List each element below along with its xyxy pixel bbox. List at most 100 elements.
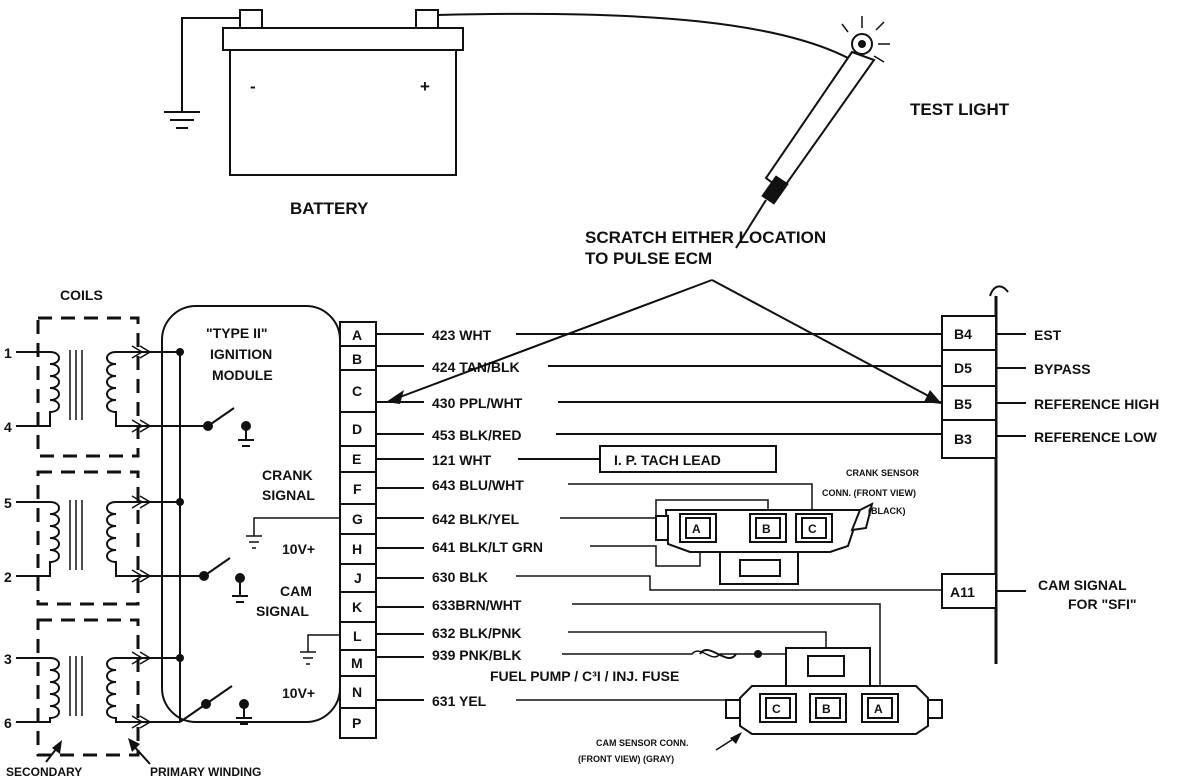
crank-sensor-label-line1: CRANK SENSOR — [846, 468, 920, 478]
coil-windings — [16, 350, 150, 723]
battery: - + — [222, 9, 464, 176]
ecm-circuit-label-extra: FOR "SFI" — [1068, 596, 1137, 612]
wire-label: 423 WHT — [432, 327, 492, 343]
pin-letter: C — [352, 383, 362, 399]
pin-letter: J — [354, 570, 362, 586]
module-connector — [339, 321, 377, 739]
wire-lines — [376, 333, 942, 701]
cam-sensor-label-line1: CAM SENSOR CONN. — [596, 738, 689, 748]
coil-number: 3 — [4, 651, 12, 667]
module-ground-l — [307, 634, 340, 652]
ground-icon — [246, 535, 262, 549]
module-label-line3: MODULE — [212, 367, 273, 383]
ecm-break-icon — [989, 285, 1009, 297]
pin-letter: B — [762, 522, 771, 536]
module-pin-k — [339, 591, 377, 623]
coil-pack-3 — [36, 618, 140, 757]
test-light-label: TEST LIGHT — [910, 100, 1010, 119]
pin-letter: B — [352, 351, 362, 367]
pin-letter: N — [352, 684, 362, 700]
module-label-line2: IGNITION — [210, 346, 272, 362]
coil-number: 6 — [4, 715, 12, 731]
arrowhead-icon — [386, 390, 404, 404]
crank-sensor-label-line2: CONN. (FRONT VIEW) — [822, 488, 916, 498]
module-pin-h — [339, 533, 377, 565]
arrowhead-icon — [730, 732, 742, 744]
cam-signal-line2: SIGNAL — [256, 603, 309, 619]
wire-label: 939 PNK/BLK — [432, 647, 521, 663]
scratch-label-line2: TO PULSE ECM — [585, 249, 712, 268]
module-switch-1 — [150, 407, 254, 447]
pin-letter: D — [352, 421, 362, 437]
wire-label: 643 BLU/WHT — [432, 477, 524, 493]
coil-connector-chevrons — [131, 345, 152, 729]
voltage-label: 10V+ — [282, 685, 315, 701]
cam-sensor-label-line2: (FRONT VIEW) (GRAY) — [578, 754, 674, 764]
module-switch-2 — [150, 557, 248, 603]
pin-letter: A — [692, 522, 701, 536]
arrowhead-icon — [924, 390, 942, 404]
ecm-connector: B4 D5 B5 B3 A11 — [941, 285, 1009, 664]
wire-label: 121 WHT — [432, 452, 492, 468]
cam-pin-a — [867, 697, 893, 719]
arrowhead-icon — [52, 740, 62, 754]
crank-signal-line2: SIGNAL — [262, 487, 315, 503]
cam-pin-b — [815, 697, 841, 719]
fuse-icon — [699, 648, 737, 660]
ecm-pin-id: A11 — [950, 584, 975, 600]
module-pin-d — [339, 411, 377, 447]
scratch-label-line1: SCRATCH EITHER LOCATION — [585, 228, 826, 247]
pin-letter: F — [353, 481, 362, 497]
battery-neg-sign: - — [250, 77, 256, 96]
ecm-circuit-label: CAM SIGNAL — [1038, 577, 1127, 593]
battery-lid — [222, 27, 464, 51]
ecm-pin-b3 — [941, 419, 997, 459]
ecm-circuit-label: REFERENCE LOW — [1034, 429, 1158, 445]
ground-icon — [300, 651, 316, 665]
coils-label: COILS — [60, 287, 103, 303]
module-pin-b — [339, 345, 377, 371]
ecm-pin-a11 — [941, 573, 997, 609]
ecm-output-lines — [996, 333, 1026, 592]
fuse-splice-node — [754, 650, 762, 658]
coil-number: 5 — [4, 495, 12, 511]
coil-number: 4 — [4, 419, 12, 435]
wire-label: 631 YEL — [432, 693, 487, 709]
secondary-label: SECONDARY — [6, 765, 82, 779]
ecm-circuit-label: BYPASS — [1034, 361, 1091, 377]
pin-letter: L — [353, 628, 362, 644]
ground-icon — [164, 111, 200, 129]
primary-winding-label: PRIMARY WINDING — [150, 765, 261, 779]
ecm-circuit-label: EST — [1034, 327, 1062, 343]
crank-sensor-label-line3: (BLACK) — [868, 506, 906, 516]
module-switch-3 — [150, 685, 252, 725]
pin-letter: A — [874, 702, 883, 716]
module-ground-g — [253, 517, 340, 536]
pin-letter: K — [352, 599, 362, 615]
cam-pin-c — [765, 697, 791, 719]
battery-pos-sign: + — [420, 77, 430, 96]
cam-signal-line1: CAM — [280, 583, 312, 599]
fuse-label: FUEL PUMP / C³I / INJ. FUSE — [490, 668, 679, 684]
module-pin-l — [339, 621, 377, 651]
pin-letter: C — [772, 702, 781, 716]
pin-letter: M — [351, 655, 363, 671]
tach-lead-box — [599, 445, 777, 473]
wire-label: 642 BLK/YEL — [432, 511, 520, 527]
pin-letter: P — [352, 715, 361, 731]
wire-label: 641 BLK/LT GRN — [432, 539, 543, 555]
ecm-pin-b5 — [941, 385, 997, 421]
pin-letter: A — [352, 327, 362, 343]
pin-letter: C — [808, 522, 817, 536]
ecm-pin-id: B4 — [954, 326, 972, 342]
crank-pin-a — [685, 517, 711, 539]
module-pin-m — [339, 649, 377, 677]
module-label-line1: "TYPE II" — [206, 325, 268, 341]
wire-label: 633BRN/WHT — [432, 597, 522, 613]
scratch-arrow-module — [391, 279, 713, 401]
tach-lead-label: I. P. TACH LEAD — [614, 452, 721, 468]
scratch-arrow-ecm — [711, 279, 937, 401]
battery-ground-wire — [181, 17, 240, 112]
crank-pin-b — [755, 517, 781, 539]
